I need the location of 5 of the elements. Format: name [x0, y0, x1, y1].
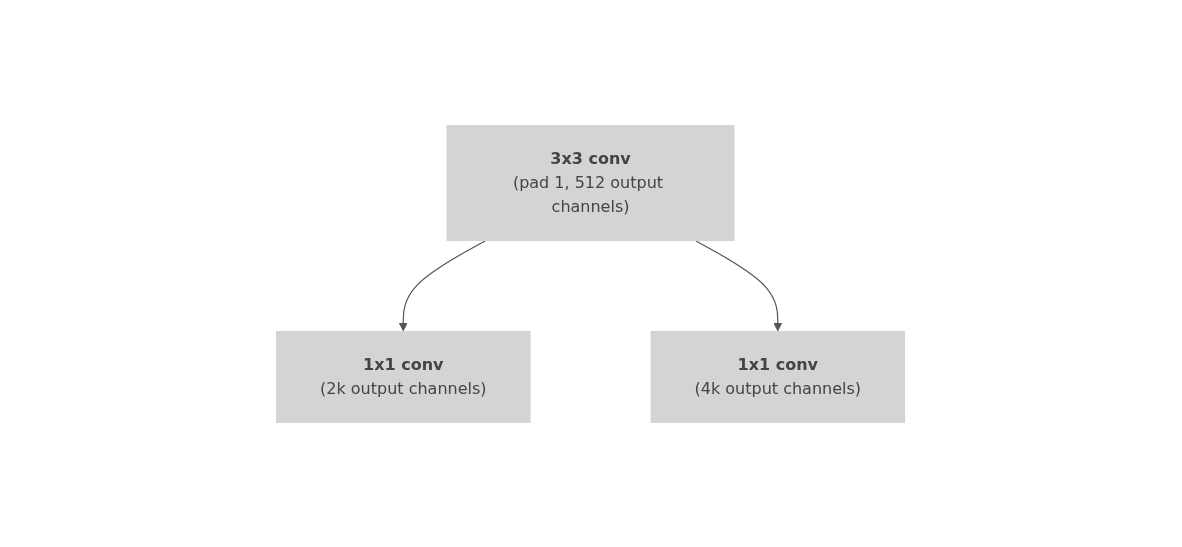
node-box: 3x3 conv (pad 1, 512 output channels) — [447, 124, 735, 241]
arrow — [695, 239, 783, 331]
node-box: 1x1 conv (2k output channels) — [276, 330, 531, 423]
arrow — [399, 239, 487, 331]
node-box: 1x1 conv (4k output channels) — [651, 330, 906, 423]
